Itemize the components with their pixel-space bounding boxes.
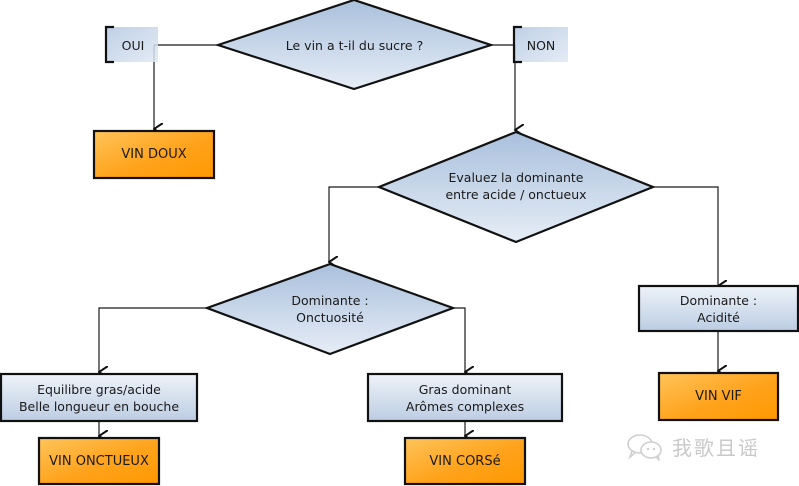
decision-sugar <box>214 0 495 91</box>
watermark-text: 我歌且谣 <box>672 436 760 460</box>
result-vin-corse <box>403 436 527 486</box>
tag-oui-bracket <box>104 25 114 64</box>
process-gras <box>366 372 564 423</box>
connector-onctuosite-gras <box>453 307 465 372</box>
decision-onctuosite <box>203 262 457 356</box>
process-acidite <box>637 284 799 333</box>
result-vin-vif <box>657 371 780 422</box>
result-vin-doux <box>92 129 216 180</box>
connector-onctuosite-equilibre <box>99 307 207 372</box>
tag-oui-box <box>106 27 158 62</box>
process-equilibre <box>0 372 199 423</box>
tag-non-box <box>514 27 568 62</box>
connector-dominant-onctuosite <box>329 186 379 262</box>
wechat-icon <box>627 433 662 461</box>
tag-non-bracket <box>512 25 522 64</box>
decision-dominant <box>376 130 656 244</box>
watermark: 我歌且谣 <box>626 432 760 461</box>
connector-dominant-acidite <box>653 186 718 286</box>
result-vin-onctueux <box>37 436 161 486</box>
